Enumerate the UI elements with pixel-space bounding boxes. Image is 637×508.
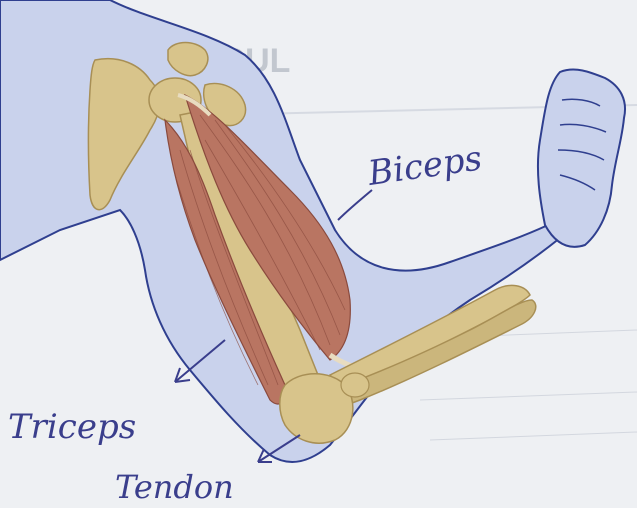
paper-line [430, 432, 637, 440]
biceps-label: Biceps [365, 138, 485, 194]
paper-line [420, 392, 637, 400]
radial-head [341, 373, 369, 397]
triceps-label: Triceps [8, 407, 136, 447]
tendon-label: Tendon [115, 468, 234, 506]
fist-outline [538, 70, 625, 247]
biceps-pointer [338, 190, 372, 220]
